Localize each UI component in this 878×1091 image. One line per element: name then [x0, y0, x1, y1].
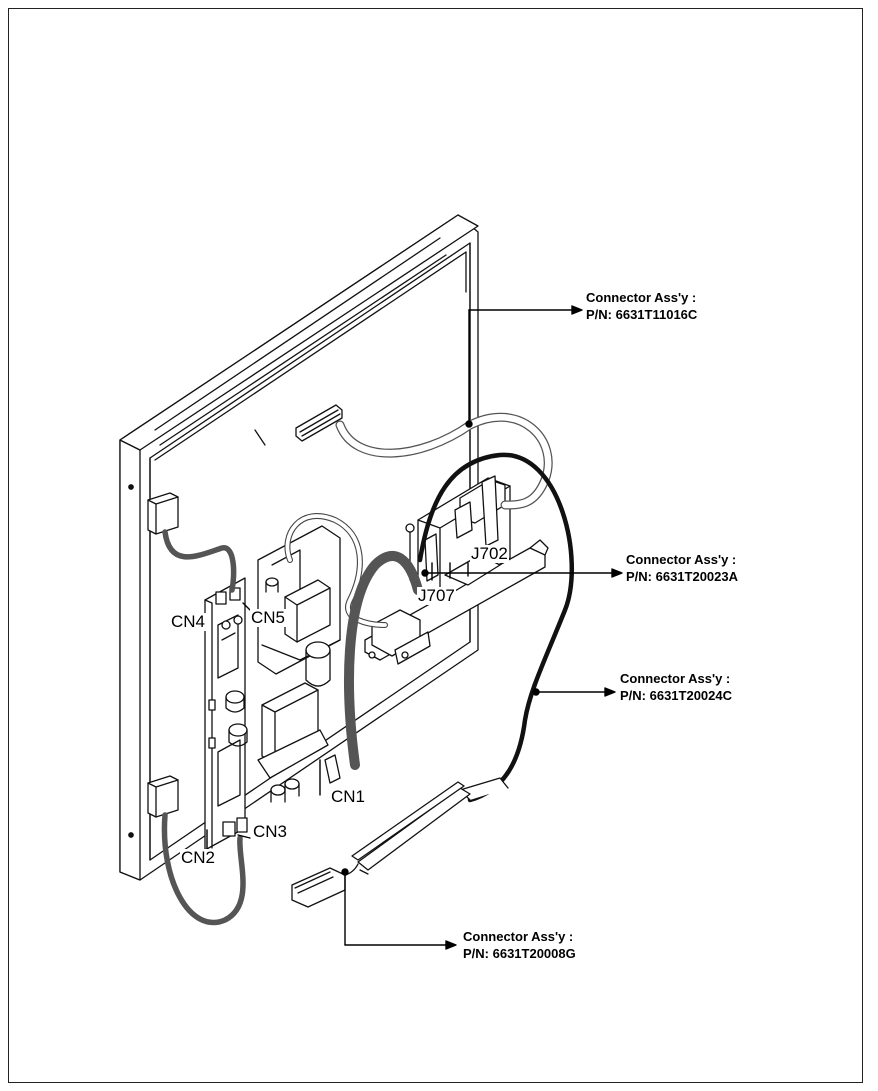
label-cn2: CN2 — [180, 848, 217, 867]
label-j707: J707 — [417, 586, 456, 605]
callout-part-number: P/N: 6631T11016C — [586, 307, 698, 322]
power-board — [257, 525, 341, 687]
callout-part-number: P/N: 6631T20008G — [463, 946, 576, 961]
callout-connector-6631T20023A: Connector Ass'y : P/N: 6631T20023A — [626, 551, 738, 585]
cables — [161, 412, 574, 925]
backlight-socket-bottom — [147, 775, 179, 818]
label-cn4: CN4 — [170, 612, 207, 631]
leader-lines — [206, 305, 623, 950]
inverter-board — [204, 577, 248, 851]
label-cn1: CN1 — [330, 787, 367, 806]
callout-connector-6631T11016C: Connector Ass'y : P/N: 6631T11016C — [586, 289, 697, 323]
lower-power-module — [257, 682, 341, 803]
panel-lvds-connector — [295, 404, 343, 442]
callout-part-number: P/N: 6631T20023A — [626, 569, 739, 584]
label-j702: J702 — [470, 544, 509, 563]
label-cn3: CN3 — [252, 822, 289, 841]
backlight-socket-top — [147, 492, 179, 535]
page-border — [8, 8, 863, 1083]
label-cn5: CN5 — [250, 608, 287, 627]
callout-title: Connector Ass'y : — [620, 671, 731, 686]
callout-connector-6631T20024C: Connector Ass'y : P/N: 6631T20024C — [620, 670, 732, 704]
callout-title: Connector Ass'y : — [626, 552, 737, 567]
callout-title: Connector Ass'y : — [586, 290, 697, 305]
callout-title: Connector Ass'y : — [463, 929, 574, 944]
callout-connector-6631T20008G: Connector Ass'y : P/N: 6631T20008G — [463, 928, 576, 962]
callout-part-number: P/N: 6631T20024C — [620, 688, 733, 703]
